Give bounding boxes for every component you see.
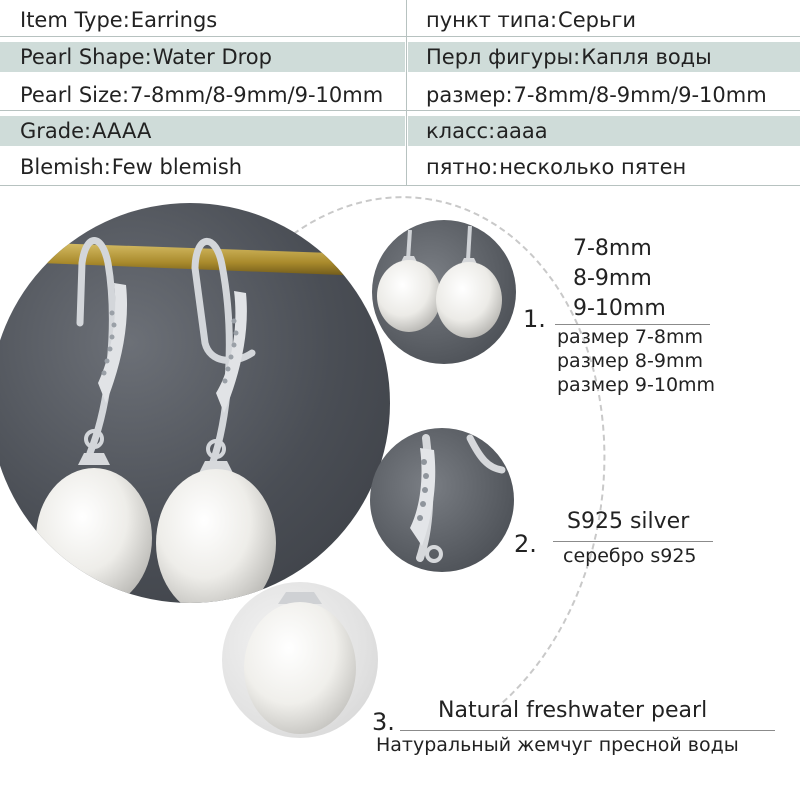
table-column-divider	[406, 0, 407, 186]
feature-material: S925 silver	[567, 509, 690, 534]
spec-label: Pearl Size:	[20, 83, 130, 107]
silver-hook-illustration	[410, 434, 506, 563]
spec-blemish: Blemish:Few blemish	[0, 152, 405, 182]
pearl-icon	[156, 469, 276, 603]
spec-value: Water Drop	[152, 45, 272, 69]
spec-value: 7-8mm/8-9mm/9-10mm	[513, 83, 767, 107]
spec-label: Pearl Shape:	[20, 45, 152, 69]
spec-label: Blemish:	[20, 155, 111, 179]
thumbnail-pearl-sizes	[372, 220, 516, 364]
spec-grade-ru: класс:аааа	[408, 116, 800, 146]
spec-label: Grade:	[20, 119, 92, 143]
spec-label: пятно:	[426, 155, 499, 179]
pearl-icon	[377, 260, 441, 332]
spec-label: Перл фигуры:	[426, 45, 581, 69]
feature-underline	[555, 324, 710, 325]
spec-grade: Grade:AAAA	[0, 116, 405, 146]
main-product-photo	[0, 203, 390, 603]
feature-number: 2.	[514, 530, 537, 558]
spec-value: Few blemish	[111, 155, 243, 179]
spec-blemish-ru: пятно:несколько пятен	[408, 152, 800, 182]
feature-number: 1.	[523, 305, 546, 333]
pearl-icon	[36, 468, 152, 603]
spec-pearl-size: Pearl Size:7-8mm/8-9mm/9-10mm	[0, 80, 405, 110]
spec-pearl-shape-ru: Перл фигуры:Капля воды	[408, 42, 800, 72]
table-divider	[0, 185, 800, 186]
feature-size-ru-8-9: размер 8-9mm	[557, 350, 703, 372]
silver-hook-icon	[191, 237, 256, 469]
spec-label: Item Type:	[20, 8, 130, 32]
earrings-illustration	[0, 237, 390, 603]
feature-pearl-type-ru: Натуральный жемчуг пресной воды	[376, 734, 739, 756]
feature-material-ru: серебро s925	[563, 545, 697, 567]
spec-value: Earrings	[130, 8, 218, 32]
feature-size-8-9: 8-9mm	[573, 266, 652, 291]
feature-underline	[553, 541, 713, 542]
spec-pearl-size-ru: размер:7-8mm/8-9mm/9-10mm	[408, 80, 800, 110]
feature-pearl-type-en: Natural freshwater pearl	[438, 698, 708, 723]
thumbnail-silver-hook	[370, 428, 514, 572]
pearl-pair-illustration	[377, 225, 502, 338]
silver-hook-icon	[76, 237, 116, 457]
pearl-icon	[244, 602, 356, 734]
spec-value: Капля воды	[581, 45, 712, 69]
spec-item-type: Item Type:Earrings	[0, 5, 405, 35]
pearl-icon	[436, 262, 502, 338]
spec-item-type-ru: пункт типа:Серьги	[408, 5, 800, 35]
spec-value: Серьги	[558, 8, 637, 32]
feature-size-ru-7-8: размер 7-8mm	[557, 326, 703, 348]
spec-label: размер:	[426, 83, 513, 107]
feature-underline	[400, 730, 775, 731]
feature-number: 3.	[372, 708, 395, 736]
feature-size-9-10: 9-10mm	[573, 296, 666, 321]
thumbnail-freshwater-pearl	[222, 582, 378, 738]
spec-value: 7-8mm/8-9mm/9-10mm	[130, 83, 384, 107]
pearl-closeup-illustration	[244, 592, 356, 734]
spec-label: класс:	[426, 119, 496, 143]
table-divider	[0, 36, 800, 37]
feature-size-7-8: 7-8mm	[573, 236, 652, 261]
spec-value: AAAA	[92, 119, 152, 143]
spec-value: аааа	[496, 119, 548, 143]
spec-pearl-shape: Pearl Shape:Water Drop	[0, 42, 405, 72]
spec-value: несколько пятен	[499, 155, 687, 179]
feature-size-ru-9-10: размер 9-10mm	[557, 374, 716, 396]
table-divider	[0, 110, 800, 111]
spec-label: пункт типа:	[426, 8, 558, 32]
